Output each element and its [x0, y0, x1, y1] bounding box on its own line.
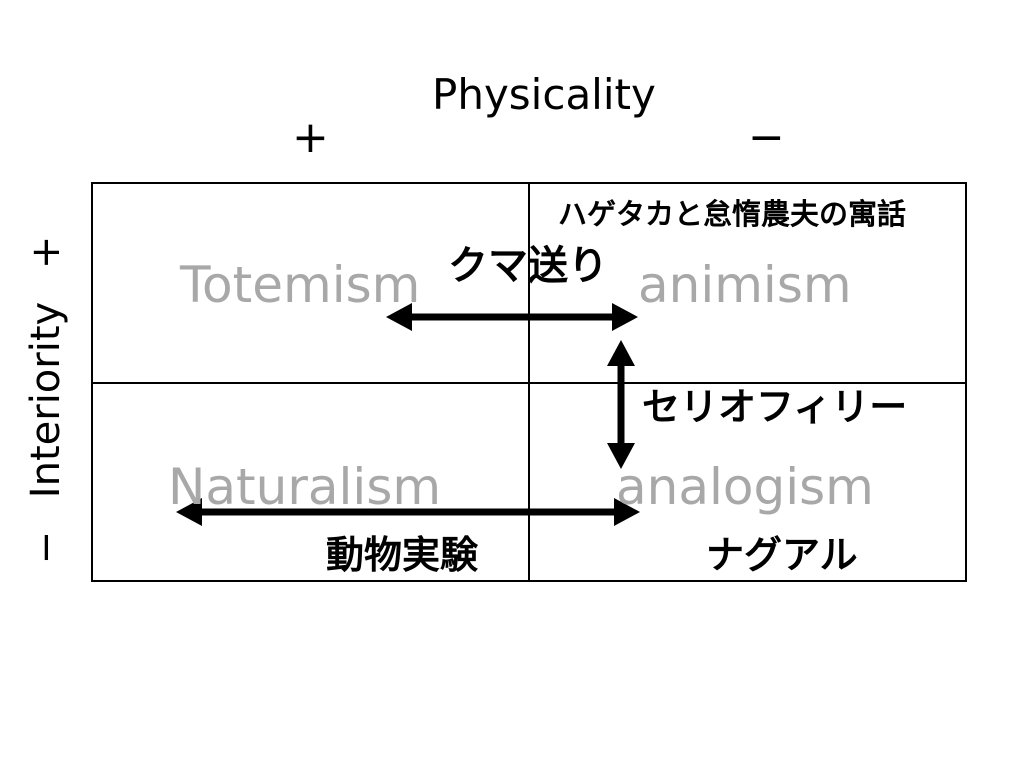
- physicality-plus-sign: +: [292, 112, 329, 163]
- quadrant-animism: animism: [638, 256, 852, 314]
- quadrant-analogism: analogism: [616, 458, 874, 516]
- annotation-hagetaka: ハゲタカと怠惰農夫の寓話: [558, 197, 907, 231]
- annotation-seriofiri: セリオフィリー: [642, 385, 908, 429]
- physicality-axis-title: Physicality: [432, 70, 656, 119]
- annotation-kuma-okuri: クマ送り: [448, 243, 608, 289]
- interiority-plus-sign: +: [23, 235, 69, 270]
- interiority-axis: − Interiority +: [23, 226, 69, 575]
- quadrant-naturalism: Naturalism: [168, 458, 442, 516]
- annotation-naguaru: ナグアル: [706, 533, 858, 577]
- annotation-doubutsu-jikken: 動物実験: [326, 533, 479, 577]
- interiority-minus-sign: −: [23, 530, 69, 565]
- physicality-minus-sign: −: [748, 112, 785, 163]
- quadrant-totemism: Totemism: [180, 256, 421, 314]
- quadrant-grid: [91, 182, 967, 582]
- interiority-axis-title: Interiority: [23, 301, 69, 499]
